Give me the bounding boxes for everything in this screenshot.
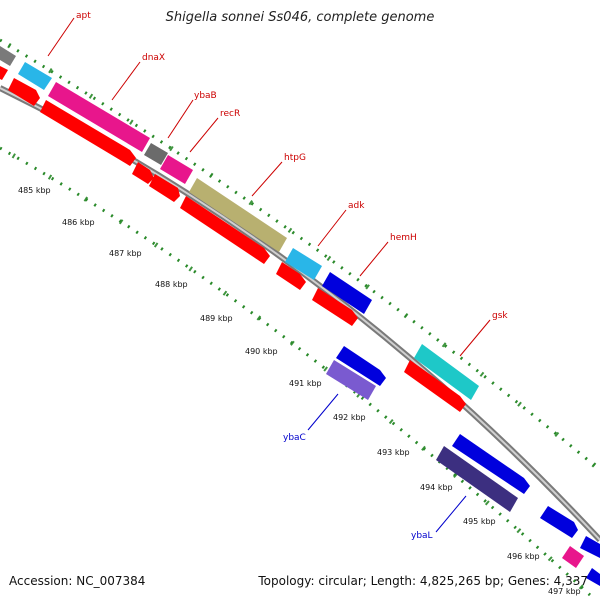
gene-block-grey2 [144,143,168,165]
scale-label-486: 486 kbp [62,218,95,227]
cds-arrow-8 [312,288,358,326]
gene-block-blue-3 [540,506,578,538]
leader-ybaC [307,393,339,431]
accession-text: Accession: NC_007384 [9,574,146,588]
gene-label-apt: apt [76,11,91,21]
topology-text: Topology: circular; Length: 4,825,265 bp… [258,574,588,588]
cds-arrow-7 [276,262,306,290]
leader-recR [189,117,219,153]
scale-label-487: 487 kbp [109,249,142,258]
leader-adk [317,209,347,247]
leader-apt [47,17,75,57]
gene-block-ybaC [326,360,376,400]
gene-label-ybaB: ybaB [194,91,217,101]
gene-block-apt [18,62,52,90]
cds-arrow-9 [404,360,466,412]
scale-label-488: 488 kbp [155,280,188,289]
leader-ybaL [435,495,467,533]
gene-block-blue-5 [586,568,600,586]
gene-block-ybaL [436,446,518,512]
leader-ybaB [167,99,194,139]
leader-hemH [359,241,389,277]
cds-arrow-6 [180,196,270,264]
map-title: Shigella sonnei Ss046, complete genome [165,10,435,25]
gene-label-htpG: htpG [284,153,306,163]
cds-arrow-5 [149,174,180,202]
scale-label-497: 497 kbp [548,587,581,596]
gene-label-ybaL: ybaL [411,531,433,541]
scale-label-496: 496 kbp [507,552,540,561]
gene-block-hemH [322,272,372,314]
cds-arrow-1 [0,66,8,80]
scale-label-492: 492 kbp [333,413,366,422]
cds-arrow-2 [8,78,40,106]
scale-label-490: 490 kbp [245,347,278,356]
cds-arrow-3 [40,100,136,166]
inner-major-ticks [0,145,592,597]
gene-label-hemH: hemH [390,233,417,243]
scale-label-493: 493 kbp [377,448,410,457]
gene-block-grey [0,46,16,66]
gene-label-gsk: gsk [492,311,508,321]
scale-label-494: 494 kbp [420,483,453,492]
gene-block-htpG [189,178,287,252]
scale-label-485: 485 kbp [18,186,51,195]
gene-block-recR [160,155,193,184]
gene-block-adk [285,248,322,280]
scale-label-491: 491 kbp [289,379,322,388]
gene-block-blue-2 [452,434,530,494]
scale-label-489: 489 kbp [200,314,233,323]
cds-arrow-4 [132,162,154,184]
outer-tick-ring [0,38,600,472]
gene-label-adk: adk [348,201,365,211]
gene-label-recR: recR [220,109,240,119]
gene-label-ybaC: ybaC [283,433,306,443]
gene-block-gsk [414,344,479,400]
leader-gsk [459,319,491,357]
gene-label-dnaX: dnaX [142,53,165,63]
gene-block-blue-1 [336,346,386,386]
inner-tick-ring [0,146,592,597]
gene-block-dnaX [48,82,150,152]
gene-block-blue-4 [580,536,600,558]
leader-htpG [251,161,283,197]
scale-label-495: 495 kbp [463,517,496,526]
gene-block-pink [562,546,584,568]
leader-dnaX [111,61,141,101]
